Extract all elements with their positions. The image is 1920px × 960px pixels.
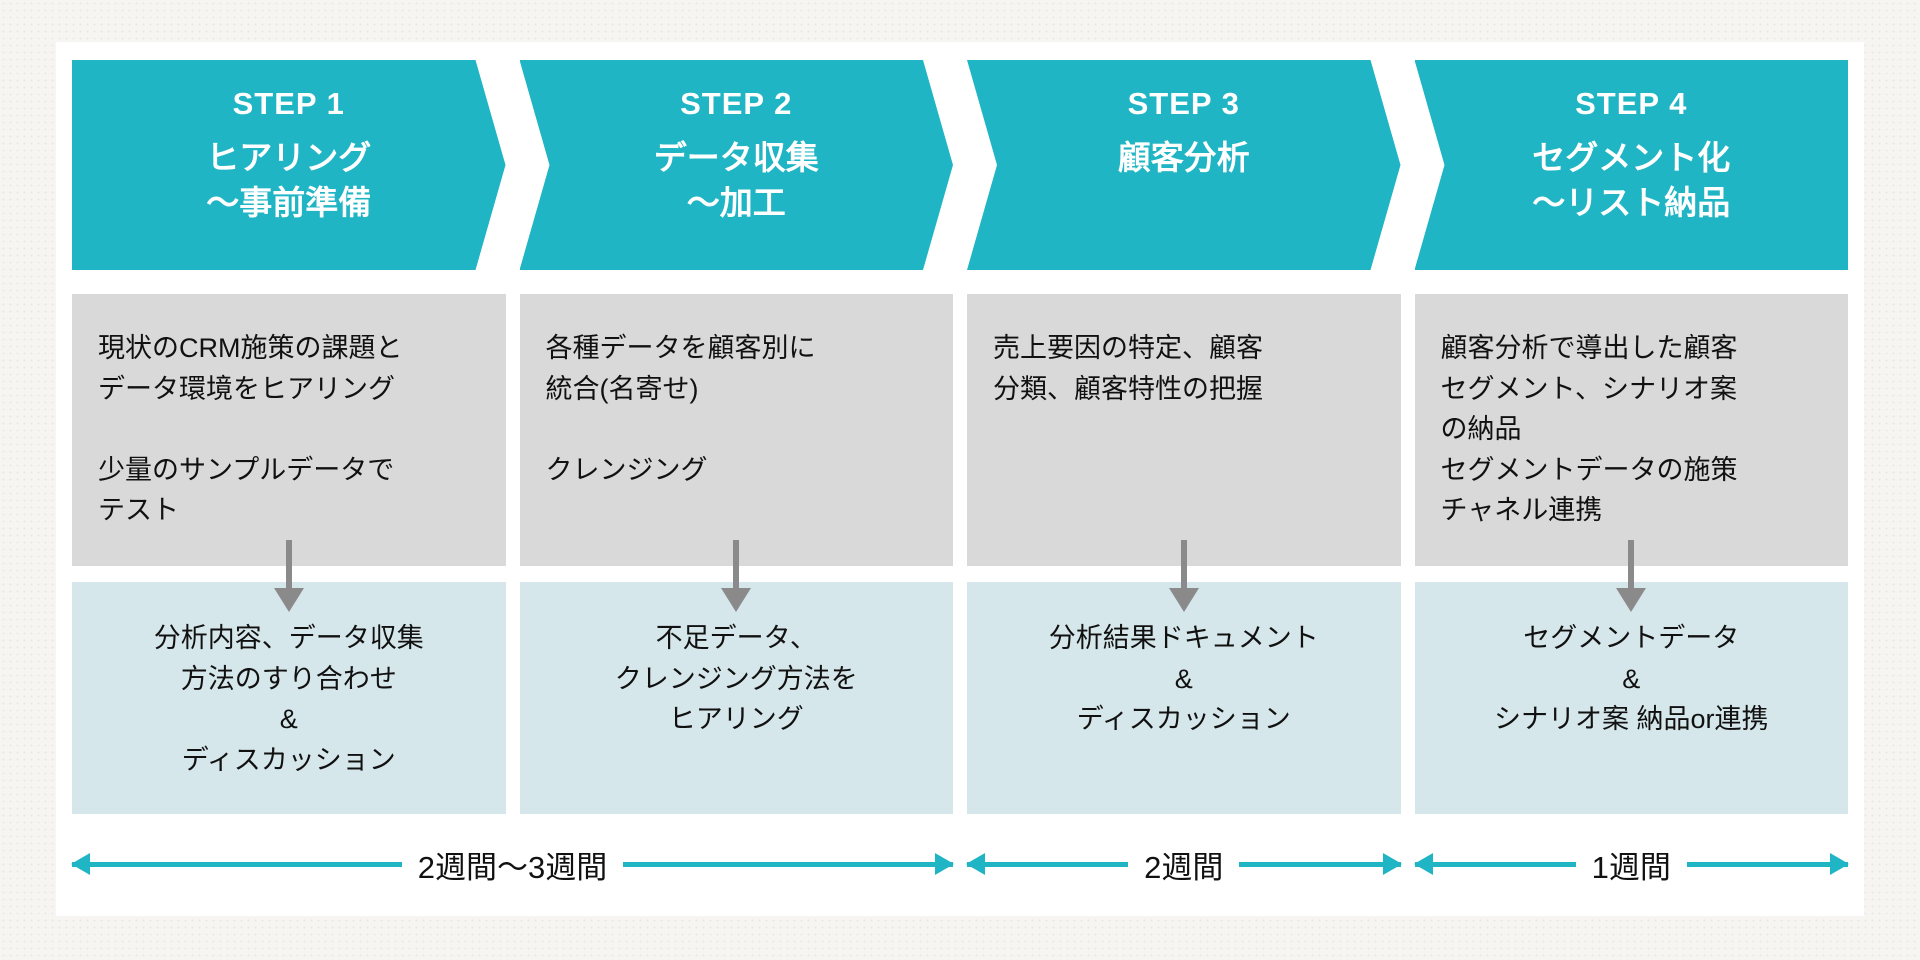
step-3-description: 売上要因の特定、顧客 分類、顧客特性の把握 [967, 294, 1401, 566]
step-body-row: 現状のCRM施策の課題と データ環境をヒアリング 少量のサンプルデータで テスト… [72, 294, 1848, 814]
step-2-body: 各種データを顧客別に 統合(名寄せ) クレンジング 不足データ、 クレンジング方… [519, 294, 953, 814]
step-header-row: STEP 1 ヒアリング 〜事前準備 STEP 2 データ収集 〜加工 STEP… [72, 60, 1848, 270]
timeline-step4-label: 1週間 [1591, 849, 1671, 885]
timeline-row: 2週間〜3週間 2週間 1週間 [72, 832, 1848, 896]
timeline-arrow-right-icon [1686, 861, 1848, 867]
step-4-header: STEP 4 セグメント化 〜リスト納品 [1414, 60, 1848, 270]
step-4-label: STEP 4 [1575, 86, 1688, 121]
step-2-header: STEP 2 データ収集 〜加工 [520, 60, 954, 270]
step-1-header: STEP 1 ヒアリング 〜事前準備 [72, 60, 506, 270]
step-1-title: ヒアリング 〜事前準備 [206, 139, 372, 221]
process-diagram-card: STEP 1 ヒアリング 〜事前準備 STEP 2 データ収集 〜加工 STEP… [56, 42, 1864, 916]
step-1-body: 現状のCRM施策の課題と データ環境をヒアリング 少量のサンプルデータで テスト… [72, 294, 506, 814]
timeline-step3: 2週間 [967, 832, 1401, 896]
step-3-label: STEP 3 [1127, 86, 1240, 121]
timeline-arrow-left-icon [1414, 861, 1576, 867]
down-arrow-icon [1616, 540, 1647, 612]
step-4-output: セグメントデータ & シナリオ案 納品or連携 [1414, 582, 1848, 814]
step-3-title: 顧客分析 [1117, 139, 1250, 176]
timeline-step1-2-label: 2週間〜3週間 [417, 849, 608, 885]
timeline-step3-label: 2週間 [1144, 849, 1224, 885]
step-1-output: 分析内容、データ収集 方法のすり合わせ & ディスカッション [72, 582, 506, 814]
step-3-output: 分析結果ドキュメント & ディスカッション [967, 582, 1401, 814]
step-2-description: 各種データを顧客別に 統合(名寄せ) クレンジング [519, 294, 953, 566]
step-2-label: STEP 2 [680, 86, 793, 121]
timeline-arrow-right-icon [623, 861, 954, 867]
step-1-description: 現状のCRM施策の課題と データ環境をヒアリング 少量のサンプルデータで テスト [72, 294, 506, 566]
timeline-arrow-left-icon [967, 861, 1129, 867]
down-arrow-icon [273, 540, 304, 612]
timeline-arrow-right-icon [1239, 861, 1401, 867]
step-4-description: 顧客分析で導出した顧客 セグメント、シナリオ案 の納品 セグメントデータの施策 … [1414, 294, 1848, 566]
timeline-arrow-left-icon [72, 861, 402, 867]
step-3-body: 売上要因の特定、顧客 分類、顧客特性の把握 分析結果ドキュメント & ディスカッ… [967, 294, 1401, 814]
step-1-label: STEP 1 [232, 86, 345, 121]
step-4-title: セグメント化 〜リスト納品 [1532, 139, 1731, 221]
step-2-title: データ収集 〜加工 [653, 139, 819, 221]
timeline-step1-2: 2週間〜3週間 [72, 832, 954, 896]
step-4-body: 顧客分析で導出した顧客 セグメント、シナリオ案 の納品 セグメントデータの施策 … [1414, 294, 1848, 814]
step-3-header: STEP 3 顧客分析 [967, 60, 1401, 270]
step-2-output: 不足データ、 クレンジング方法を ヒアリング [519, 582, 953, 814]
timeline-step4: 1週間 [1414, 832, 1848, 896]
down-arrow-icon [1168, 540, 1199, 612]
down-arrow-icon [721, 540, 752, 612]
